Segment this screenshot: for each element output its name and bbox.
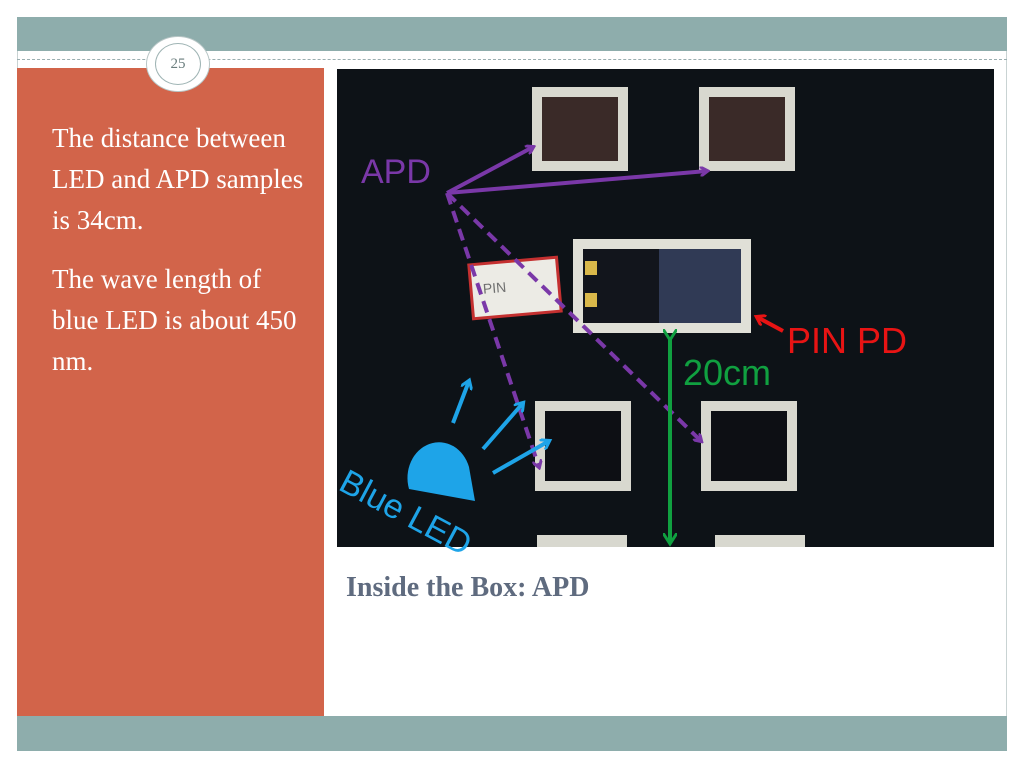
pin-pd-arrow <box>757 317 784 333</box>
led-light-arrow-3 <box>492 441 549 475</box>
apd-arrow-2 <box>446 171 707 195</box>
body-paragraph-1: The distance between LED and APD samples… <box>52 123 304 235</box>
apd-label: APD <box>361 153 431 191</box>
dashed-divider <box>17 59 1007 60</box>
apd-dashed-arrow-1 <box>445 192 539 467</box>
sample-holder-top-left <box>532 87 628 171</box>
slide-caption: Inside the Box: APD <box>346 572 590 603</box>
photo: PIN APD PIN PD 20cm Blue LED <box>333 69 994 563</box>
apd-arrow-1 <box>446 147 533 195</box>
sample-holder-bottom-left <box>535 401 631 491</box>
apd-dashed-arrow-2 <box>445 191 701 441</box>
slide-number: 25 <box>155 43 201 85</box>
led-light-arrow-1 <box>451 381 469 424</box>
blue-led-icon <box>407 442 475 501</box>
distance-label: 20cm <box>683 352 771 393</box>
label-sticker: PIN <box>467 255 563 321</box>
left-panel: The distance between LED and APD samples… <box>17 68 324 716</box>
sample-holder-top-right <box>699 87 795 171</box>
led-light-arrow-2 <box>481 403 523 451</box>
body-paragraph-2: The wave length of blue LED is about 450… <box>52 264 297 376</box>
sticker-text: PIN <box>482 279 507 297</box>
pin-pd-holder <box>573 239 751 333</box>
holder-edge-right <box>715 535 805 547</box>
bottom-band <box>17 716 1007 751</box>
sample-holder-bottom-right <box>701 401 797 491</box>
pin-pd-label: PIN PD <box>787 320 907 361</box>
body-text: The distance between LED and APD samples… <box>52 118 314 400</box>
photo-illustration: PIN APD PIN PD 20cm Blue LED <box>333 87 907 563</box>
holder-edge-left <box>537 535 627 547</box>
slide-number-badge: 25 <box>146 36 210 92</box>
